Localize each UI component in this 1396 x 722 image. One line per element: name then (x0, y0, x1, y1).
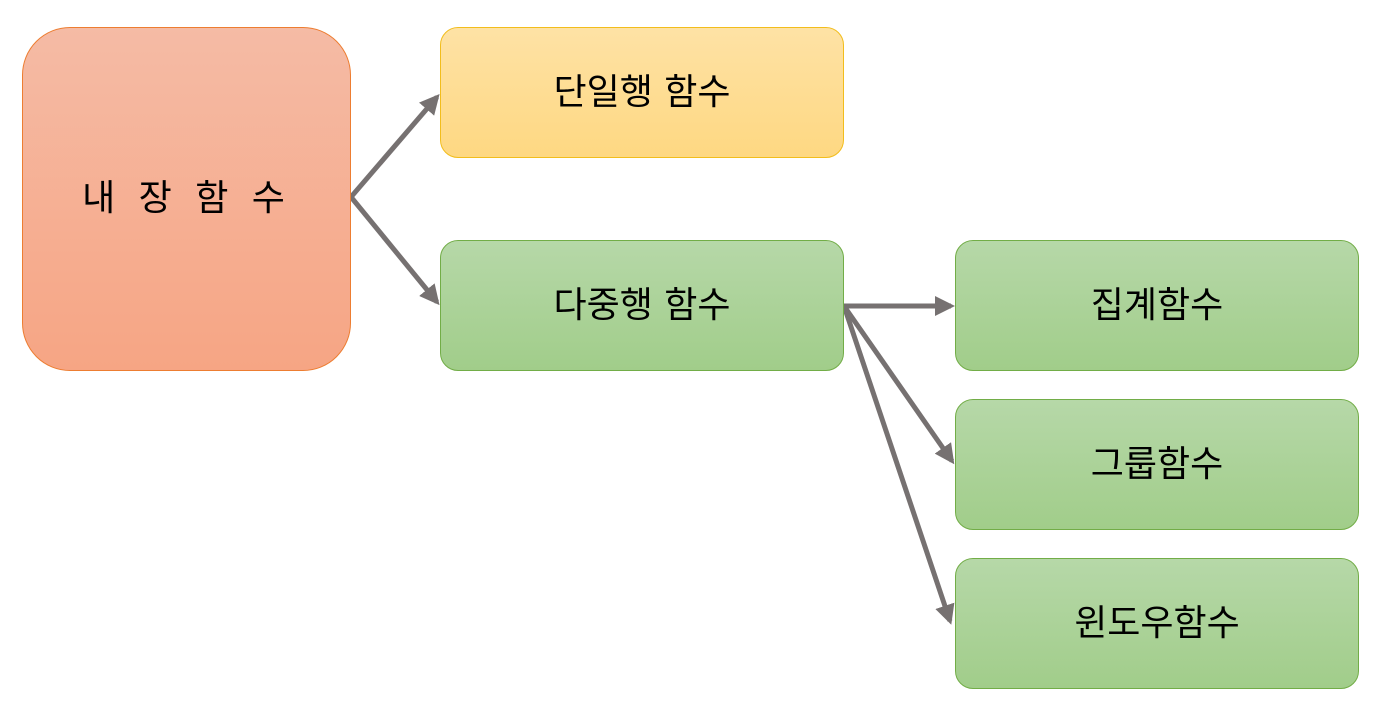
edge-multi-row-to-group (841, 304, 955, 465)
aggregate-functions-node: 집계함수 (955, 240, 1359, 371)
root-node-builtin-functions: 내 장 함 수 (22, 27, 351, 371)
group-functions-label: 그룹함수 (1090, 443, 1224, 485)
single-row-functions-label: 단일행 함수 (553, 71, 731, 113)
aggregate-functions-label: 집계함수 (1090, 284, 1224, 326)
edge-multi-row-to-window (841, 305, 955, 625)
edge-root-to-multi-row (349, 195, 440, 306)
multi-row-functions-node: 다중행 함수 (440, 240, 844, 371)
multi-row-functions-label: 다중행 함수 (553, 284, 731, 326)
single-row-functions-node: 단일행 함수 (440, 27, 844, 158)
window-functions-label: 윈도우함수 (1074, 602, 1240, 644)
window-functions-node: 윈도우함수 (955, 558, 1359, 689)
root-node-label: 내 장 함 수 (82, 178, 291, 219)
group-functions-node: 그룹함수 (955, 399, 1359, 530)
edge-root-to-single-row (349, 93, 440, 199)
